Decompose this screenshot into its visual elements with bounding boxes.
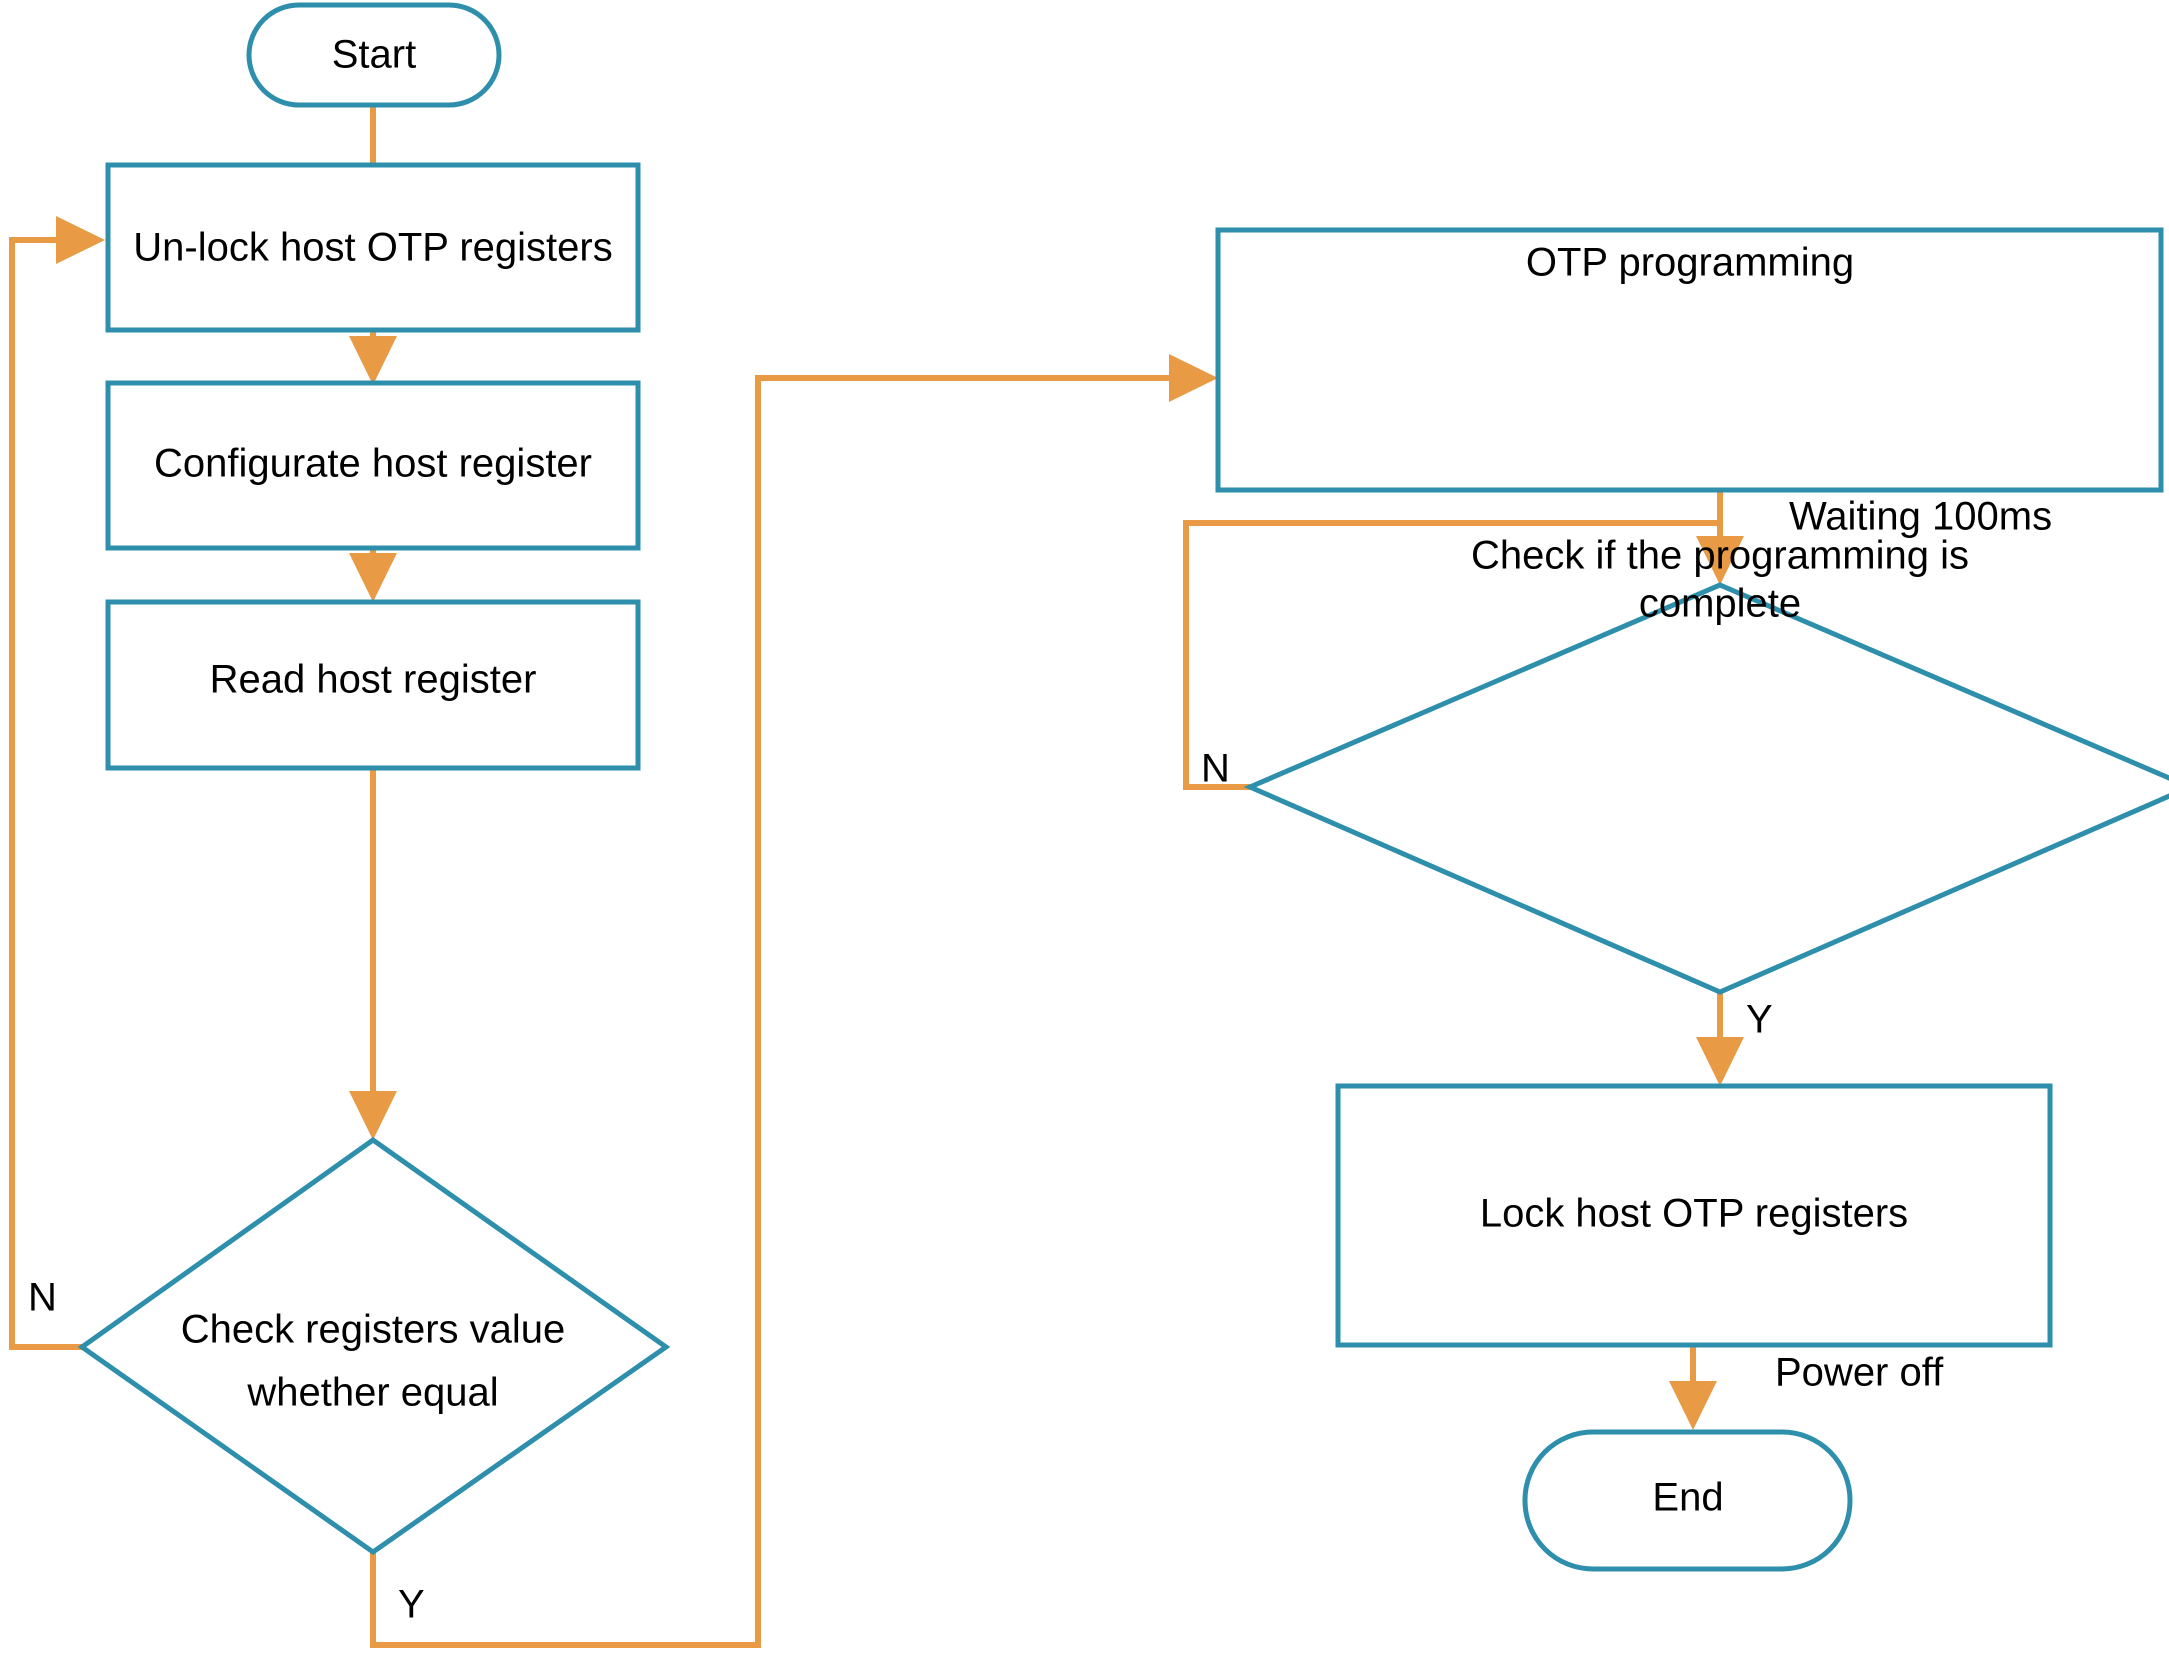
- node-lock-label: Lock host OTP registers: [1480, 1192, 1908, 1236]
- edge-label-waiting: Waiting 100ms: [1789, 495, 2052, 539]
- node-check-equal-label-line2: whether equal: [246, 1371, 498, 1415]
- edge-check-equal-no-loop: [9, 216, 105, 1350]
- edge-label-check-equal-yes: Y: [398, 1583, 425, 1627]
- node-end-label: End: [1652, 1476, 1723, 1520]
- edge-read-to-check-equal: [349, 768, 397, 1140]
- node-unlock-host-otp-registers[interactable]: Un-lock host OTP registers: [105, 162, 641, 333]
- edge-lock-to-end: [1669, 1345, 1717, 1430]
- node-check-programming-complete[interactable]: Check if the programming is complete: [1243, 534, 2169, 995]
- node-check-registers-value[interactable]: Check registers value whether equal: [77, 1136, 671, 1556]
- edge-check-complete-no-loop: [1183, 520, 1720, 790]
- edge-label-power-off: Power off: [1775, 1351, 1944, 1395]
- edge-check-complete-yes-to-lock: [1696, 992, 1744, 1086]
- node-start-label: Start: [332, 33, 416, 77]
- node-check-complete-label-line2: complete: [1639, 582, 1801, 626]
- edge-configure-to-read: [349, 548, 397, 602]
- arrowhead-icon: [1696, 1037, 1744, 1086]
- node-check-complete-label-line1: Check if the programming is: [1471, 534, 1969, 578]
- edge-check-equal-yes-to-otp: [370, 354, 1218, 1648]
- node-configure-label: Configurate host register: [154, 442, 592, 486]
- node-check-equal-label-line1: Check registers value: [181, 1308, 566, 1352]
- arrowhead-icon: [56, 216, 105, 264]
- node-read-host-register[interactable]: Read host register: [105, 599, 641, 771]
- edge-unlock-to-configure: [349, 330, 397, 385]
- node-otp-programming-label: OTP programming: [1526, 241, 1854, 285]
- edge-label-check-equal-no: N: [28, 1276, 57, 1320]
- node-end[interactable]: End: [1522, 1429, 1853, 1572]
- node-lock-host-otp-registers[interactable]: Lock host OTP registers: [1335, 1083, 2053, 1348]
- node-configurate-host-register[interactable]: Configurate host register: [105, 380, 641, 551]
- node-otp-programming[interactable]: OTP programming: [1215, 227, 2164, 493]
- node-read-label: Read host register: [210, 658, 537, 702]
- node-start[interactable]: Start: [246, 2, 502, 108]
- edge-label-check-complete-yes: Y: [1746, 998, 1773, 1042]
- arrowhead-icon: [349, 336, 397, 385]
- node-unlock-label: Un-lock host OTP registers: [133, 226, 612, 270]
- arrowhead-icon: [349, 553, 397, 602]
- arrowhead-icon: [1169, 354, 1218, 402]
- arrowhead-icon: [1669, 1381, 1717, 1430]
- arrowhead-icon: [349, 1091, 397, 1140]
- edge-label-check-complete-no: N: [1201, 747, 1230, 791]
- arrowhead-icon: [1696, 536, 1744, 585]
